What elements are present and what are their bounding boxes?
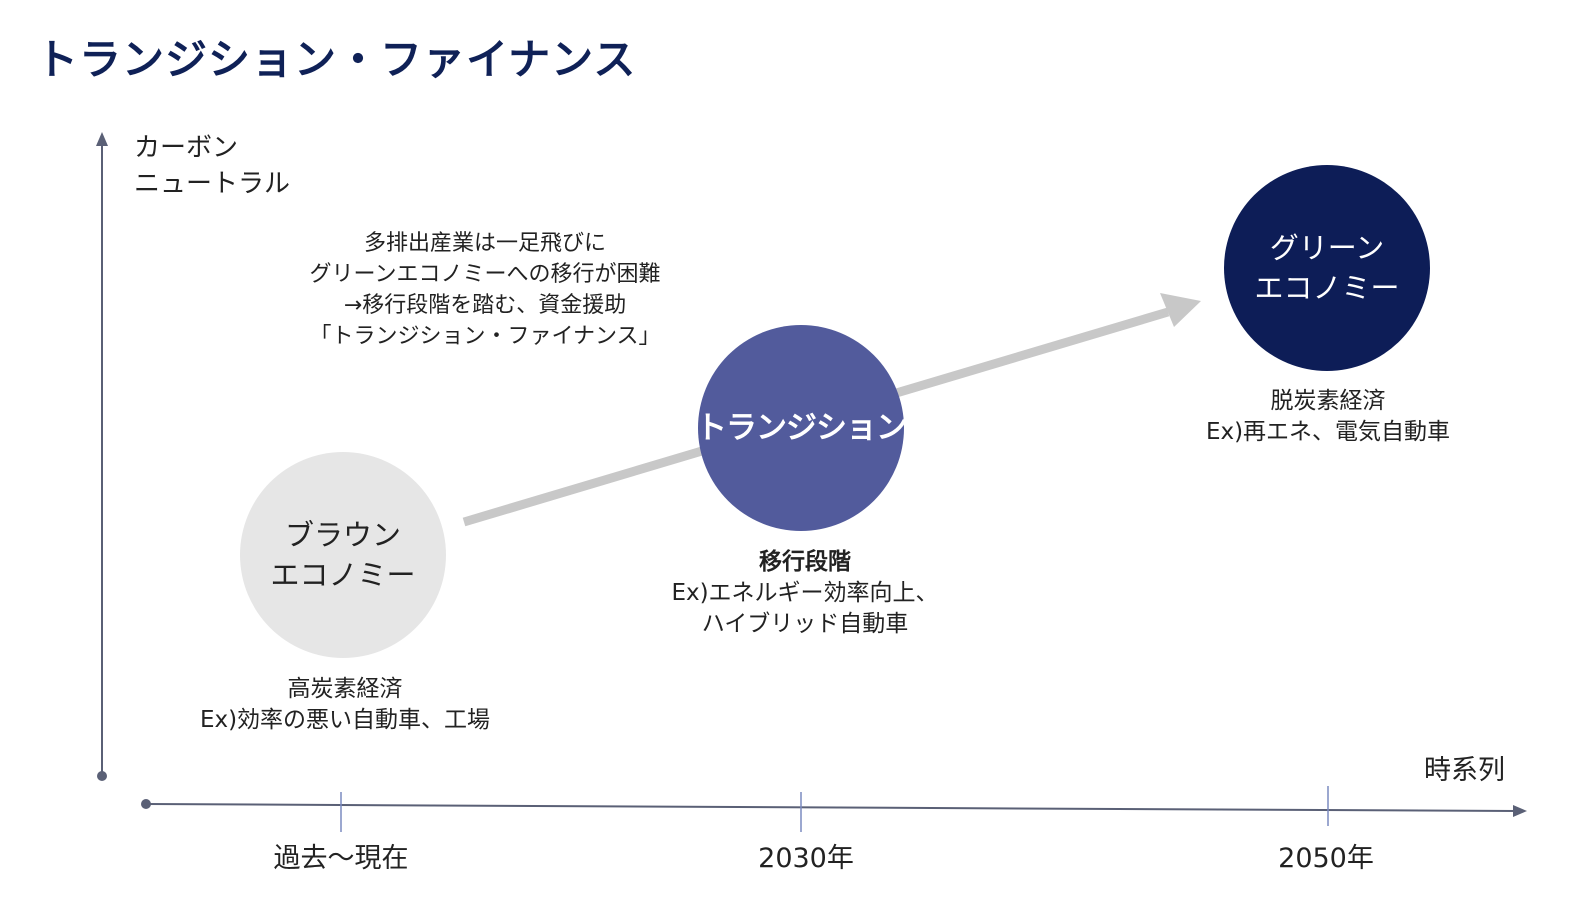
transition-circle: トランジション xyxy=(696,325,907,531)
green-desc-line: Ex)再エネ、電気自動車 xyxy=(1205,419,1451,445)
y-axis-arrowhead xyxy=(96,132,108,146)
green-desc-line: 脱炭素経済 xyxy=(1270,388,1386,414)
green-economy-circle: グリーン エコノミー xyxy=(1224,165,1430,371)
transition-circle-line: トランジション xyxy=(696,410,907,446)
green-circle-line: エコノミー xyxy=(1254,271,1400,305)
transition-desc-line: ハイブリッド自動車 xyxy=(701,611,909,637)
x-tick-label-2030: 2030年 xyxy=(758,843,854,874)
x-tick-label-2050: 2050年 xyxy=(1278,843,1374,874)
x-axis-line xyxy=(145,803,1517,812)
brown-economy-circle: ブラウン エコノミー xyxy=(240,452,446,658)
page-title: トランジション・ファイナンス xyxy=(36,35,637,84)
y-axis-label-line: カーボン xyxy=(134,133,239,163)
x-tick-label-present: 過去～現在 xyxy=(273,843,409,874)
x-axis-label: 時系列 xyxy=(1424,755,1505,786)
brown-circle-line: ブラウン xyxy=(284,518,401,552)
transition-desc-title: 移行段階 xyxy=(759,549,851,575)
y-axis-label-line: ニュートラル xyxy=(134,169,291,199)
transition-description: 移行段階 Ex)エネルギー効率向上、 ハイブリッド自動車 xyxy=(630,547,980,640)
note-line: →移行段階を踏む、資金援助 xyxy=(343,293,627,318)
note-line: 多排出産業は一足飛びに xyxy=(363,231,606,256)
note-line: グリーンエコノミーへの移行が困難 xyxy=(309,262,661,287)
y-axis-origin-dot xyxy=(97,771,107,781)
note-line: 「トランジション・ファイナンス」 xyxy=(309,324,661,349)
brown-desc-line: 高炭素経済 xyxy=(287,676,403,702)
transition-desc-line: Ex)エネルギー効率向上、 xyxy=(671,580,939,606)
brown-desc-line: Ex)効率の悪い自動車、工場 xyxy=(199,707,491,733)
x-axis-arrowhead xyxy=(1513,805,1527,817)
progression-arrow-head xyxy=(1160,293,1201,327)
x-axis-origin-dot xyxy=(141,799,151,809)
green-circle-line: グリーン xyxy=(1269,231,1385,265)
brown-circle-line: エコノミー xyxy=(270,558,416,592)
y-axis-label: カーボン ニュートラル xyxy=(134,130,290,202)
transition-note: 多排出産業は一足飛びに グリーンエコノミーへの移行が困難 →移行段階を踏む、資金… xyxy=(300,228,670,352)
brown-economy-description: 高炭素経済 Ex)効率の悪い自動車、工場 xyxy=(170,674,520,736)
green-economy-description: 脱炭素経済 Ex)再エネ、電気自動車 xyxy=(1150,386,1506,448)
